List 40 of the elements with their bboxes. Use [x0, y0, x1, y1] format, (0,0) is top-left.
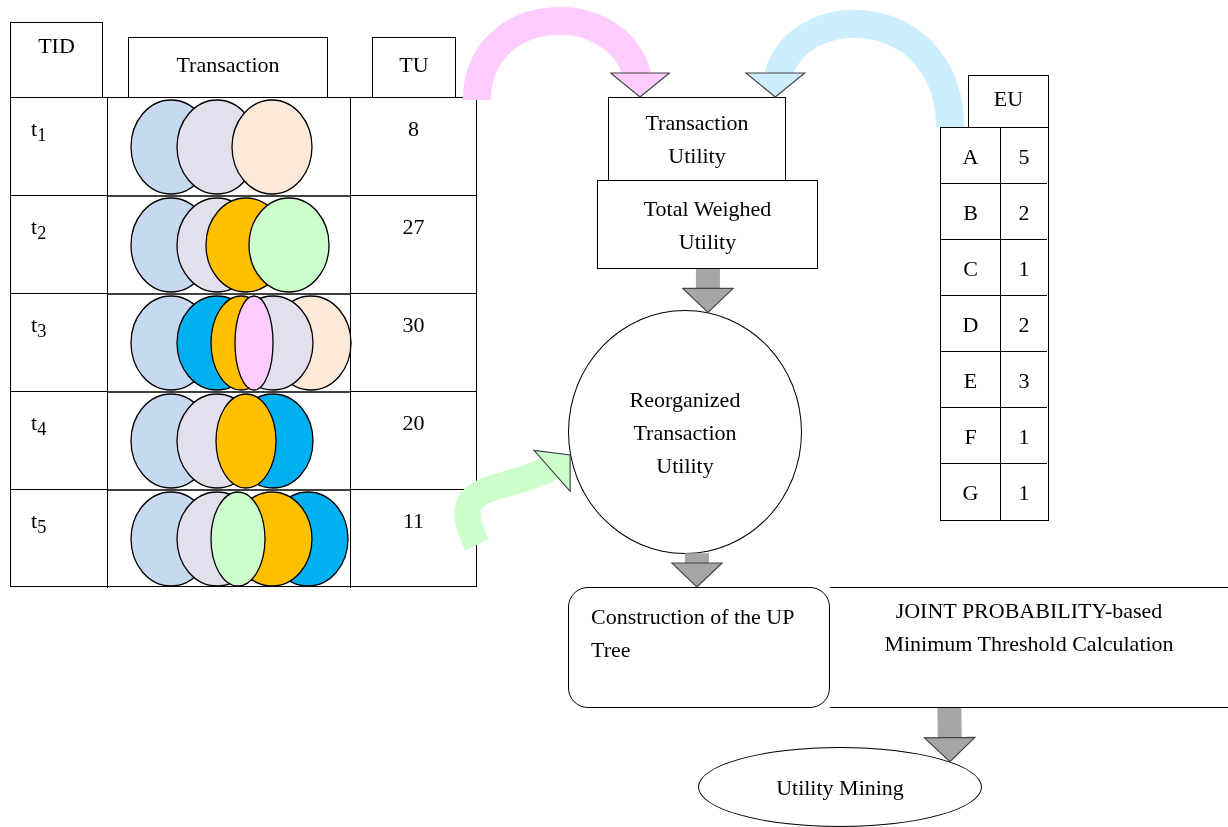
table-cell: t$_{3}$ — [11, 294, 108, 392]
table-cell: 11 — [350, 490, 476, 588]
table-cell: 2 — [1001, 296, 1047, 352]
table-cell: F — [941, 408, 1001, 464]
node-text: Transaction Utility — [644, 109, 750, 170]
table-cell: t$_{4}$ — [11, 392, 108, 490]
table-cell: D — [941, 296, 1001, 352]
block-arrow — [682, 269, 734, 313]
node-text: JOINT PROBABILITY-based Minimum Threshold Calculation — [883, 597, 1175, 658]
node-text: Reorganized Transaction Utility — [628, 385, 742, 480]
table-header-cell: Transaction — [128, 37, 328, 98]
table-cell-text: 1 — [1017, 479, 1031, 507]
process-band — [830, 587, 1228, 708]
table-header-cell: EU — [968, 75, 1049, 128]
table-cell: E — [941, 352, 1001, 408]
node-text: Total Weighed Utility — [642, 194, 773, 256]
table-cell: B — [941, 184, 1001, 240]
process-box — [608, 97, 786, 181]
rounded-box — [568, 587, 830, 708]
table-cell: t$_{2}$ — [11, 196, 108, 294]
table-cell: 3 — [1001, 352, 1047, 408]
table-header-cell: TU — [372, 37, 456, 98]
table-header-cell: TID — [10, 22, 103, 98]
node-text: Construction of the UP Tree — [591, 603, 795, 664]
block-arrow — [923, 707, 976, 763]
table-cell: C — [941, 240, 1001, 296]
process-box — [597, 180, 818, 269]
table-cell: 1 — [1001, 408, 1047, 464]
node-text: Utility Mining — [776, 773, 904, 802]
table-cell: 27 — [350, 196, 476, 294]
table-cell: t$_{5}$ — [11, 490, 108, 588]
table-cell: G — [941, 464, 1001, 520]
data-table — [10, 97, 477, 587]
table-cell: 2 — [1001, 184, 1047, 240]
data-table — [940, 127, 1049, 521]
table-cell: 30 — [350, 294, 476, 392]
table-cell: 1 — [1001, 240, 1047, 296]
curved-arrow — [463, 6, 667, 102]
table-cell: 20 — [350, 392, 476, 490]
block-arrow — [671, 553, 723, 588]
